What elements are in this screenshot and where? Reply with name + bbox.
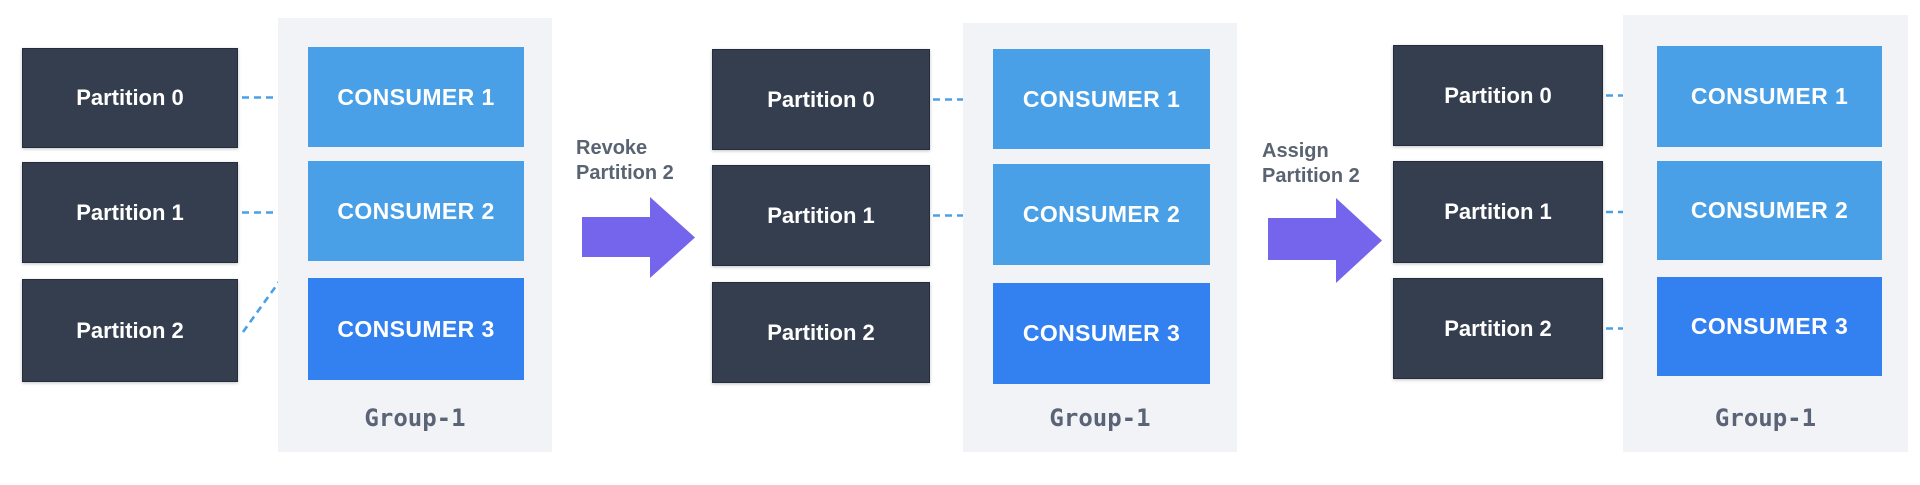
transition-label-revoke: Revoke Partition 2 (576, 137, 674, 184)
partition-label: Partition 1 (1444, 199, 1552, 224)
consumer-label: CONSUMER 2 (337, 197, 495, 224)
consumer-box: CONSUMER 1 (308, 47, 524, 147)
consumer-label: CONSUMER 3 (1022, 320, 1181, 346)
consumer-group: CONSUMER 1 CONSUMER 2 CONSUMER 3 Group-1 (963, 23, 1237, 452)
partition-box: Partition 2 (22, 279, 238, 382)
consumer-box: CONSUMER 2 (993, 164, 1210, 265)
partition-box: Partition 1 (1393, 161, 1603, 263)
consumer-group: CONSUMER 1 CONSUMER 2 CONSUMER 3 Group-1 (1623, 15, 1908, 452)
consumer-label: CONSUMER 3 (337, 315, 495, 342)
consumer-box: CONSUMER 1 (1657, 46, 1882, 147)
partition-box: Partition 0 (22, 48, 238, 148)
transition-label-assign: Assign Partition 2 (1262, 140, 1360, 187)
consumer-box: CONSUMER 3 (308, 278, 524, 380)
consumer-label: CONSUMER 1 (1690, 83, 1849, 109)
partition-label: Partition 2 (767, 319, 875, 345)
revoke-block-arrow-icon (582, 197, 695, 278)
partition-label: Partition 0 (767, 86, 875, 112)
partition-label: Partition 0 (1444, 82, 1552, 108)
group-label: Group-1 (1049, 404, 1151, 432)
consumer-label: CONSUMER 3 (1690, 313, 1849, 339)
consumer-group: CONSUMER 1 CONSUMER 2 CONSUMER 3 Group-1 (278, 18, 552, 452)
partition-label: Partition 2 (1444, 315, 1552, 341)
partition-box: Partition 0 (1393, 45, 1603, 146)
consumer-label: CONSUMER 1 (337, 83, 495, 110)
consumer-box: CONSUMER 2 (1657, 161, 1882, 260)
consumer-box: CONSUMER 3 (993, 283, 1210, 384)
consumer-box: CONSUMER 3 (1657, 277, 1882, 376)
group-label: Group-1 (364, 404, 466, 432)
partition-box: Partition 1 (712, 165, 930, 266)
consumer-label: CONSUMER 2 (1022, 201, 1181, 227)
partition-box: Partition 2 (1393, 278, 1603, 379)
partition-label: Partition 2 (76, 317, 184, 343)
consumer-label: CONSUMER 2 (1690, 197, 1849, 223)
group-label: Group-1 (1714, 404, 1817, 432)
partition-box: Partition 1 (22, 162, 238, 263)
consumer-box: CONSUMER 2 (308, 161, 524, 261)
partition-box: Partition 2 (712, 282, 930, 383)
partition-box: Partition 0 (712, 49, 930, 150)
partition-label: Partition 1 (76, 199, 184, 225)
assign-block-arrow-icon (1268, 198, 1382, 283)
partition-label: Partition 0 (76, 85, 184, 110)
partition-label: Partition 1 (767, 202, 875, 228)
consumer-label: CONSUMER 1 (1022, 85, 1181, 112)
consumer-box: CONSUMER 1 (993, 49, 1210, 149)
